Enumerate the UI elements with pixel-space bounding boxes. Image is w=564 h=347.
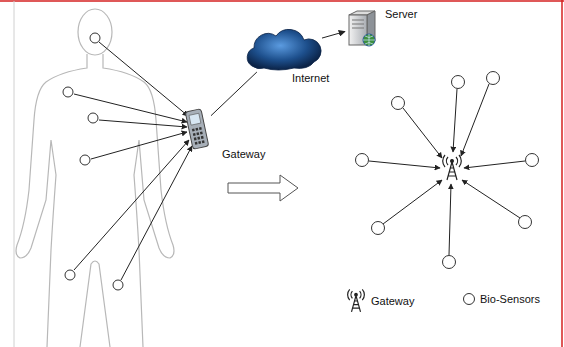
gateway-symbol [345,287,367,315]
legend-item: Bio-Sensors [462,292,540,306]
connector [322,32,345,39]
internet-cloud [238,28,322,72]
gateway-phone [183,108,211,150]
node-label: Gateway [222,148,265,161]
body-outline [16,9,174,347]
connector [211,72,257,116]
star-sensor-circles [356,72,539,269]
gateway-antenna [443,155,462,180]
legend-label: Gateway [371,295,414,308]
node-label: Internet [292,72,329,85]
server-icon: Server [345,8,377,46]
server-icon [345,8,377,46]
bio-sensor-circles [63,33,123,290]
gateway-phone: Gateway [183,108,211,150]
star-links [369,84,525,255]
transition-arrow [228,175,298,201]
internet-cloud: Internet [238,28,322,72]
node-label: Server [385,8,417,21]
legend-label: Bio-Sensors [480,293,540,306]
body-sensor-links [74,42,192,280]
legend-item: Gateway [345,287,414,315]
bio-sensor-symbol [462,292,476,306]
